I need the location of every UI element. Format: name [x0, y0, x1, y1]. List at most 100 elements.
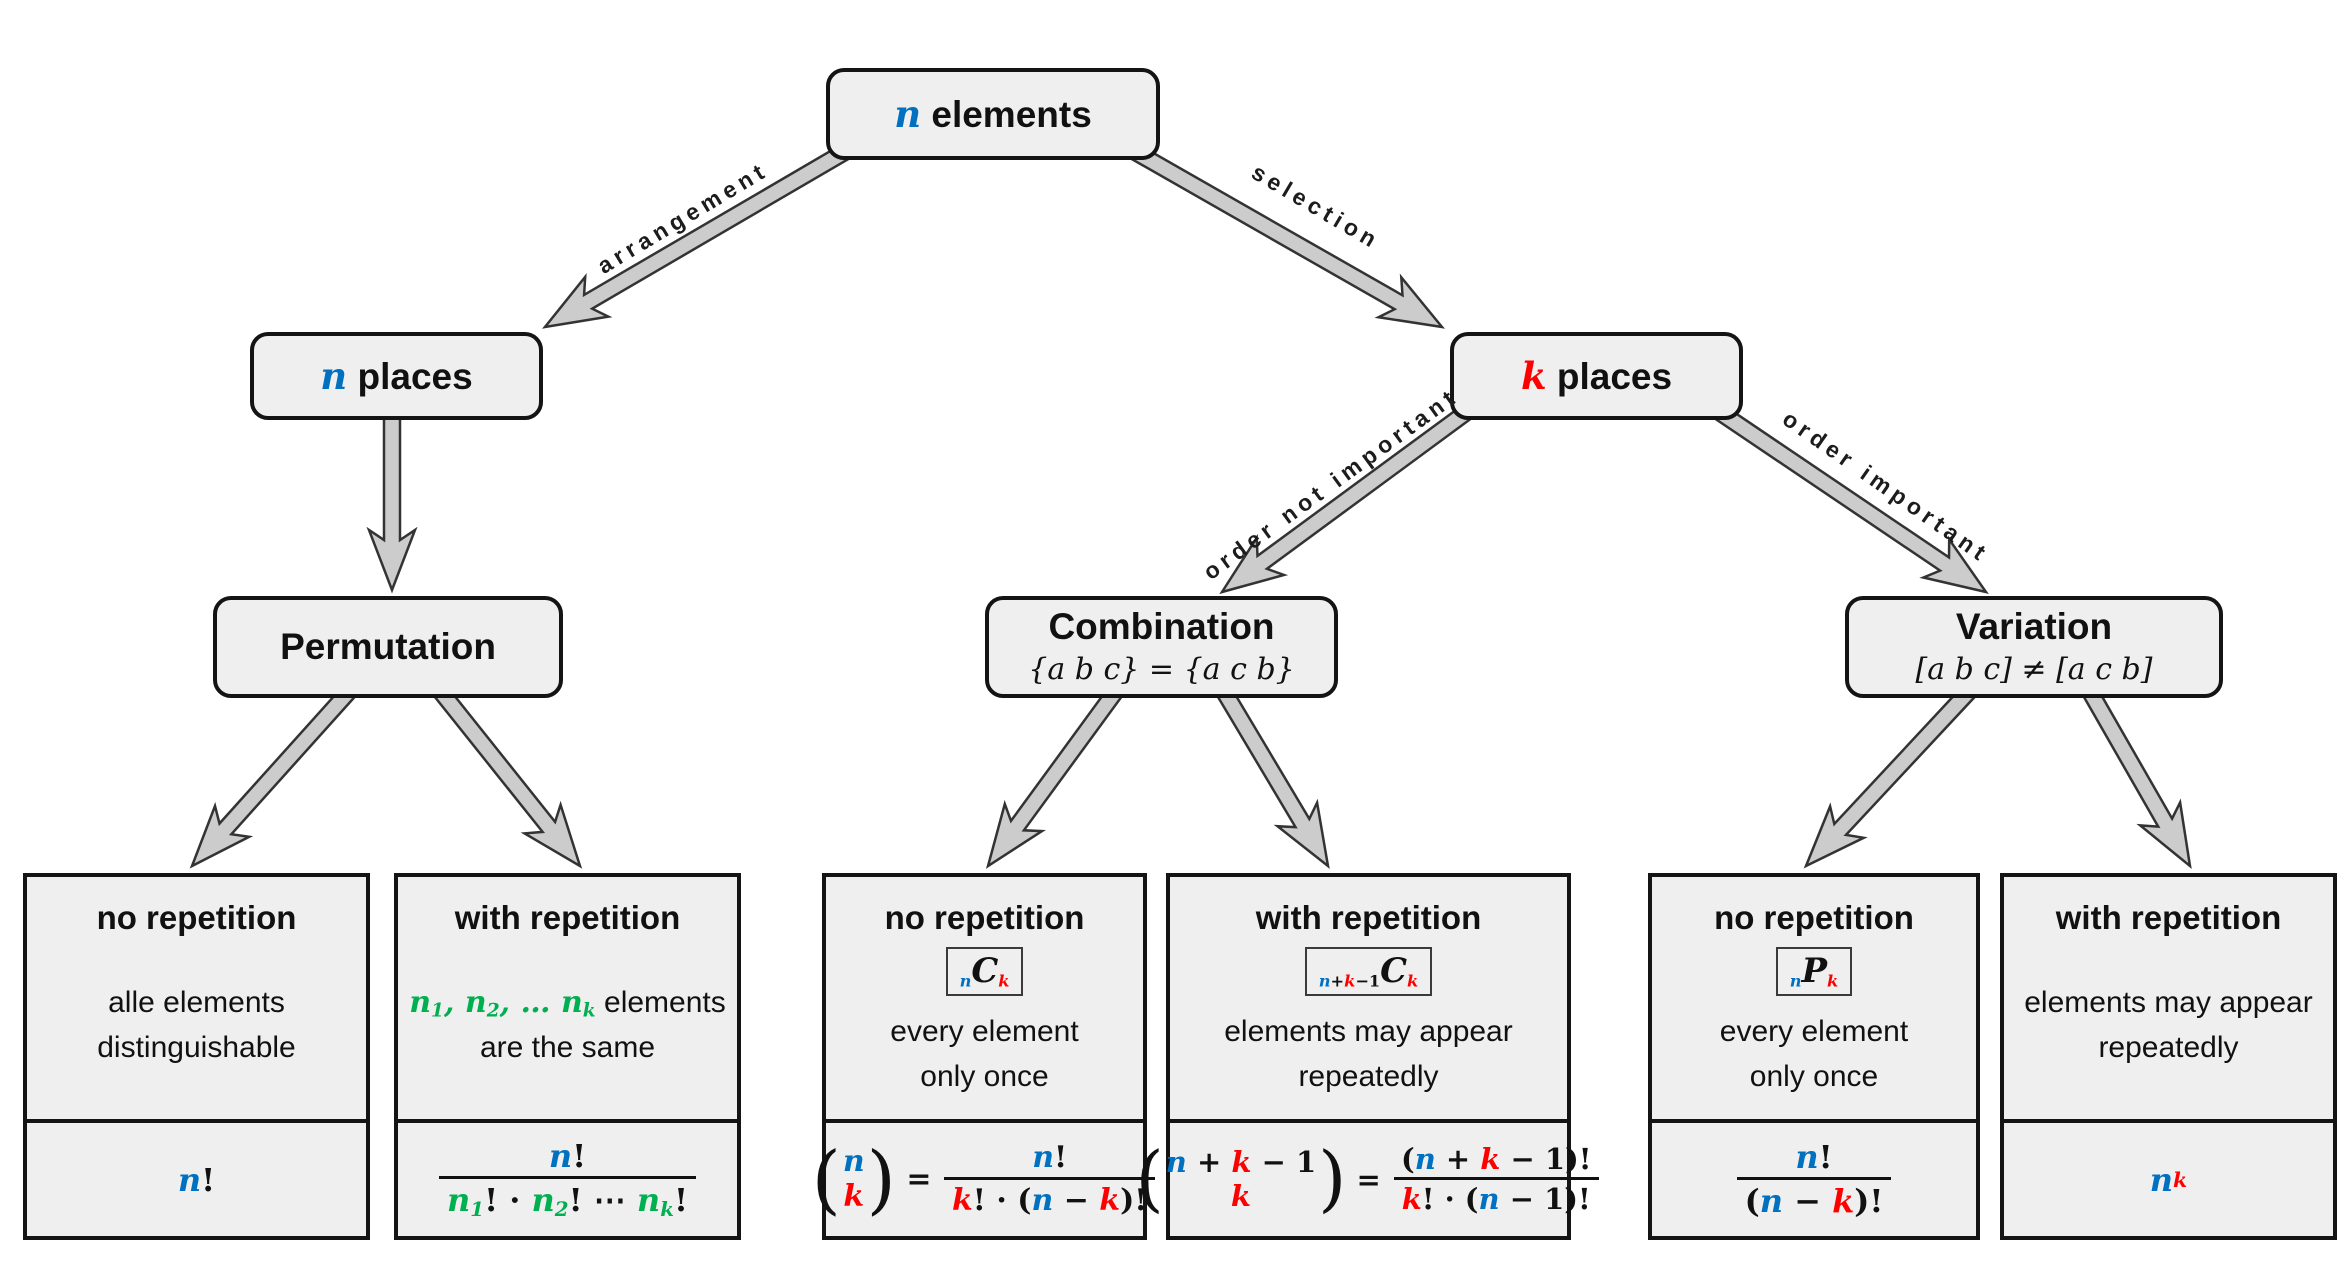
- math-token: k: [1832, 1181, 1855, 1220]
- math-token: k: [843, 1178, 865, 1214]
- math-token: −1: [1355, 971, 1381, 991]
- formula-part: n!: [178, 1161, 215, 1199]
- math-token: !: [572, 1137, 587, 1176]
- box-title: no repetition: [1714, 899, 1914, 936]
- math-token: k: [660, 1197, 674, 1222]
- math-token: k: [1344, 971, 1356, 991]
- math-token: elements: [921, 94, 1092, 135]
- math-token: n: [894, 92, 922, 136]
- math-token: n: [1478, 1181, 1500, 1216]
- badge-n-plus-k-minus-1-Ck: n+k−1Ck: [1304, 947, 1433, 996]
- math-token: 2: [554, 1197, 569, 1222]
- node-n-elements: n elements: [826, 68, 1160, 160]
- math-token: only once: [1749, 1060, 1879, 1094]
- math-token: )!: [1854, 1181, 1884, 1220]
- box-title: with repetition: [1255, 899, 1482, 936]
- box-title: with repetition: [2055, 899, 2282, 936]
- math-token: ! · (: [1421, 1181, 1479, 1216]
- math-token: n: [1414, 1141, 1436, 1176]
- math-token: k: [951, 1182, 973, 1218]
- node-permutation-title: Permutation: [280, 625, 496, 667]
- math-token: (: [1400, 1141, 1415, 1176]
- box-description: elements may appear repeatedly: [1224, 996, 1513, 1119]
- math-token: n: [1759, 1181, 1783, 1220]
- math-token: elements may appear: [1224, 1015, 1513, 1049]
- math-token: k: [582, 1000, 596, 1022]
- arrow-variation-to-no-rep: [1803, 680, 1980, 869]
- math-token: k: [1480, 1141, 1501, 1176]
- math-token: !: [484, 1181, 499, 1220]
- math-token: − 1: [1251, 1145, 1317, 1180]
- math-token: ·: [498, 1181, 532, 1220]
- math-token: every element: [890, 1015, 1079, 1049]
- math-token: n: [842, 1144, 865, 1179]
- node-variation-title: Variation: [1955, 606, 2113, 648]
- box-description: elements may appear repeatedly: [2024, 937, 2313, 1119]
- description-line: repeatedly: [2024, 1025, 2313, 1070]
- math-token: +: [1186, 1145, 1232, 1180]
- math-token: k: [1407, 971, 1419, 991]
- math-token: k: [2173, 1167, 2188, 1192]
- binomial: n: [842, 1144, 865, 1180]
- fraction: n1! · n2! ⋯ nk!: [439, 1176, 696, 1223]
- box-combination-no-repetition: no repetition nCk every element only onc…: [812, 873, 1156, 1240]
- math-token: n: [320, 354, 348, 398]
- math-token: are the same: [479, 1031, 656, 1065]
- description-line: elements may appear: [2024, 980, 2313, 1025]
- math-token: repeatedly: [2098, 1031, 2239, 1064]
- math-token: k: [1099, 1182, 1121, 1218]
- arrow-n-places-to-permutation: [366, 408, 418, 594]
- arrow-k-places-to-combination: [1219, 402, 1475, 595]
- fraction: n!n1! · n2! ⋯ nk!: [439, 1136, 696, 1223]
- math-token: n: [2149, 1160, 2174, 1199]
- math-token: !: [568, 1181, 583, 1220]
- description-line: every element: [890, 1009, 1078, 1054]
- fraction: (n + k − 1)!k! · (n − 1)!: [1393, 1141, 1600, 1219]
- fraction: n!: [541, 1136, 594, 1176]
- arrow-variation-to-with-rep: [2079, 682, 2192, 870]
- math-token: n: [1789, 971, 1802, 991]
- math-token: ,: [443, 984, 465, 1020]
- box-permutation-no-repetition: no repetition alle elements distinguisha…: [23, 873, 370, 1240]
- description-line: are the same: [409, 1025, 726, 1070]
- math-token: n: [560, 984, 583, 1020]
- binomial: n + k − 1: [1166, 1145, 1317, 1180]
- binomial: k: [1231, 1179, 1251, 1213]
- math-token: every element: [1719, 1015, 1909, 1049]
- math-token: elements may appear: [2024, 986, 2313, 1019]
- box-variation-no-repetition: no repetition nPk every element only onc…: [1648, 873, 1980, 1240]
- math-token: −: [1053, 1182, 1100, 1218]
- binomial: k: [843, 1178, 865, 1215]
- node-k-places-label: k places: [1521, 354, 1672, 398]
- description-line: n1, n2, … nk elements: [409, 980, 726, 1026]
- fraction: n!k! · (n − k)!: [943, 1139, 1156, 1220]
- formula-part: n!k! · (n − k)!: [942, 1139, 1158, 1220]
- math-token: ⋯: [582, 1181, 637, 1220]
- math-token: =: [895, 1162, 942, 1197]
- math-token: n: [548, 1137, 573, 1176]
- fraction: k! · (n − 1)!: [1393, 1176, 1599, 1219]
- node-n-elements-label: n elements: [894, 92, 1092, 136]
- math-token: n: [447, 1181, 471, 1220]
- node-variation: Variation [a b c] ≠ [a c b]: [1845, 596, 2223, 698]
- arrow-combination-to-no-rep: [985, 681, 1127, 869]
- math-token: , …: [499, 984, 561, 1020]
- math-token: 1: [431, 1000, 444, 1022]
- box-permutation-with-repetition: with repetition n1, n2, … nk elements ar…: [394, 873, 741, 1240]
- math-token: +: [1435, 1141, 1481, 1176]
- fraction: (n + k − 1)!: [1393, 1141, 1600, 1177]
- box-description: every element only once: [890, 996, 1078, 1119]
- math-token: +: [1330, 971, 1345, 991]
- node-n-places: n places: [250, 332, 543, 420]
- fraction: (n − k)!: [1736, 1176, 1892, 1223]
- badge-nPk: nPk: [1775, 947, 1853, 996]
- binomial: (: [1135, 1136, 1164, 1221]
- math-token: C: [971, 950, 999, 990]
- math-token: !: [1054, 1140, 1068, 1176]
